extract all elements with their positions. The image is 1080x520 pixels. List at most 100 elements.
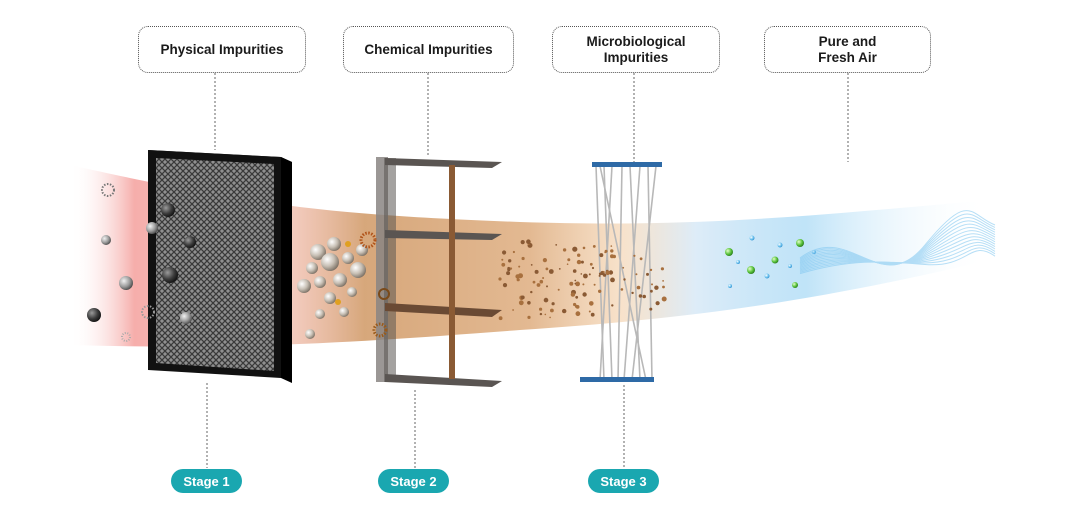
air-wave-line xyxy=(799,220,996,265)
air-stream xyxy=(70,165,990,347)
bacteria-dot-icon xyxy=(583,273,588,279)
bacteria-dot-icon xyxy=(548,269,554,274)
air-wave-icon xyxy=(799,210,996,275)
bacteria-dot-icon xyxy=(542,277,545,279)
label-line: Chemical Impurities xyxy=(364,41,493,57)
bacteria-dot-icon xyxy=(590,312,595,317)
bacteria-dot-icon xyxy=(534,269,539,274)
dust-particle-icon xyxy=(146,222,158,234)
bacteria-dot-icon xyxy=(574,279,577,282)
bacteria-dot-icon xyxy=(661,296,667,302)
bacteria-dot-icon xyxy=(501,262,506,267)
bacteria-dot-icon xyxy=(638,294,643,298)
bacteria-dot-icon xyxy=(498,277,502,281)
bacteria-dot-icon xyxy=(582,246,586,250)
air-wave-line xyxy=(799,239,996,270)
bacteria-dot-icon xyxy=(574,282,577,285)
bacteria-dot-icon xyxy=(588,273,591,276)
fresh-air-bubble-icon xyxy=(771,256,779,264)
bacteria-dot-icon xyxy=(507,266,511,270)
bacteria-dot-icon xyxy=(570,292,576,297)
bacteria-dot-icon xyxy=(572,269,577,273)
bacteria-dot-icon xyxy=(662,285,665,289)
bacteria-dot-icon xyxy=(649,268,653,272)
air-wave-line xyxy=(799,250,996,275)
bacteria-dot-icon xyxy=(660,267,665,271)
air-wave-line xyxy=(799,213,996,266)
bacteria-particles xyxy=(498,239,667,321)
bacteria-dot-icon xyxy=(557,288,560,291)
bacteria-dot-icon xyxy=(515,274,520,279)
bacteria-dot-icon xyxy=(610,277,615,283)
air-wave-line xyxy=(799,233,996,267)
bacteria-dot-icon xyxy=(567,258,571,262)
bacteria-dot-icon xyxy=(520,240,525,245)
bacteria-dot-icon xyxy=(521,256,525,261)
bacteria-dot-icon xyxy=(550,308,554,313)
label-line: Impurities xyxy=(603,49,669,65)
bacteria-dot-icon xyxy=(662,280,664,282)
bacteria-dot-icon xyxy=(580,273,583,275)
bacteria-dot-icon xyxy=(512,250,516,254)
bacteria-dot-icon xyxy=(574,304,579,308)
bacteria-dot-icon xyxy=(576,259,582,265)
bacteria-dot-icon xyxy=(526,239,531,244)
air-wave-line xyxy=(799,226,996,265)
bacteria-dot-icon xyxy=(650,289,653,293)
stage-2-badge: Stage 2 xyxy=(378,469,449,493)
bacteria-dot-icon xyxy=(592,245,596,248)
chemical-particles xyxy=(297,231,390,339)
bacteria-dot-icon xyxy=(642,294,646,299)
bacteria-dot-icon xyxy=(572,246,578,252)
bacteria-dot-icon xyxy=(639,257,643,261)
physical-particles xyxy=(87,183,196,342)
dust-particle-icon xyxy=(87,308,101,322)
bacteria-dot-icon xyxy=(655,301,660,306)
bacteria-dot-icon xyxy=(654,285,659,290)
bacteria-dot-icon xyxy=(599,253,604,258)
bacteria-dot-icon xyxy=(551,302,555,306)
label-microbiological-impurities: Microbiological Impurities xyxy=(552,26,720,73)
bacteria-dot-icon xyxy=(605,270,610,276)
fresh-air-particles xyxy=(725,235,816,288)
bacteria-dot-icon xyxy=(508,259,512,263)
bacteria-dot-icon xyxy=(532,280,536,284)
bacteria-dot-icon xyxy=(610,249,614,253)
chemical-particle-icon xyxy=(372,322,388,338)
air-wave-line xyxy=(799,230,996,266)
bacteria-dot-icon xyxy=(539,312,543,316)
bacteria-dot-icon xyxy=(569,281,574,286)
bacteria-dot-icon xyxy=(593,283,596,286)
bacteria-dot-icon xyxy=(502,250,507,255)
dust-particle-icon xyxy=(161,203,175,217)
chemical-particle-icon xyxy=(378,288,390,300)
bacteria-dot-icon xyxy=(562,308,567,314)
bacteria-dot-icon xyxy=(582,283,585,286)
bacteria-dot-icon xyxy=(604,251,607,254)
stage-3-badge: Stage 3 xyxy=(588,469,659,493)
air-wave-line xyxy=(799,236,996,269)
bacteria-dot-icon xyxy=(622,266,625,269)
bacteria-dot-icon xyxy=(536,283,541,287)
bacteria-dot-icon xyxy=(577,253,581,257)
air-wave-line xyxy=(799,223,996,265)
bacteria-dot-icon xyxy=(575,295,579,299)
bacteria-dot-icon xyxy=(575,281,580,287)
label-line: Microbiological xyxy=(586,33,686,49)
bacteria-dot-icon xyxy=(543,297,549,303)
bacteria-dot-icon xyxy=(589,262,593,266)
dust-particle-icon xyxy=(101,235,111,245)
pollen-icon xyxy=(141,305,155,319)
air-wave-line xyxy=(799,241,996,271)
bacteria-dot-icon xyxy=(544,313,547,316)
bacteria-dot-icon xyxy=(502,283,508,288)
fresh-air-bubble-icon xyxy=(796,239,804,247)
bacteria-dot-icon xyxy=(631,291,634,295)
bacteria-dot-icon xyxy=(589,301,594,306)
label-pure-fresh-air: Pure and Fresh Air xyxy=(764,26,931,73)
label-line: Physical Impurities xyxy=(160,41,284,57)
bacteria-dot-icon xyxy=(512,309,514,311)
bacteria-dot-icon xyxy=(603,273,607,277)
stage-1-badge: Stage 1 xyxy=(171,469,242,493)
